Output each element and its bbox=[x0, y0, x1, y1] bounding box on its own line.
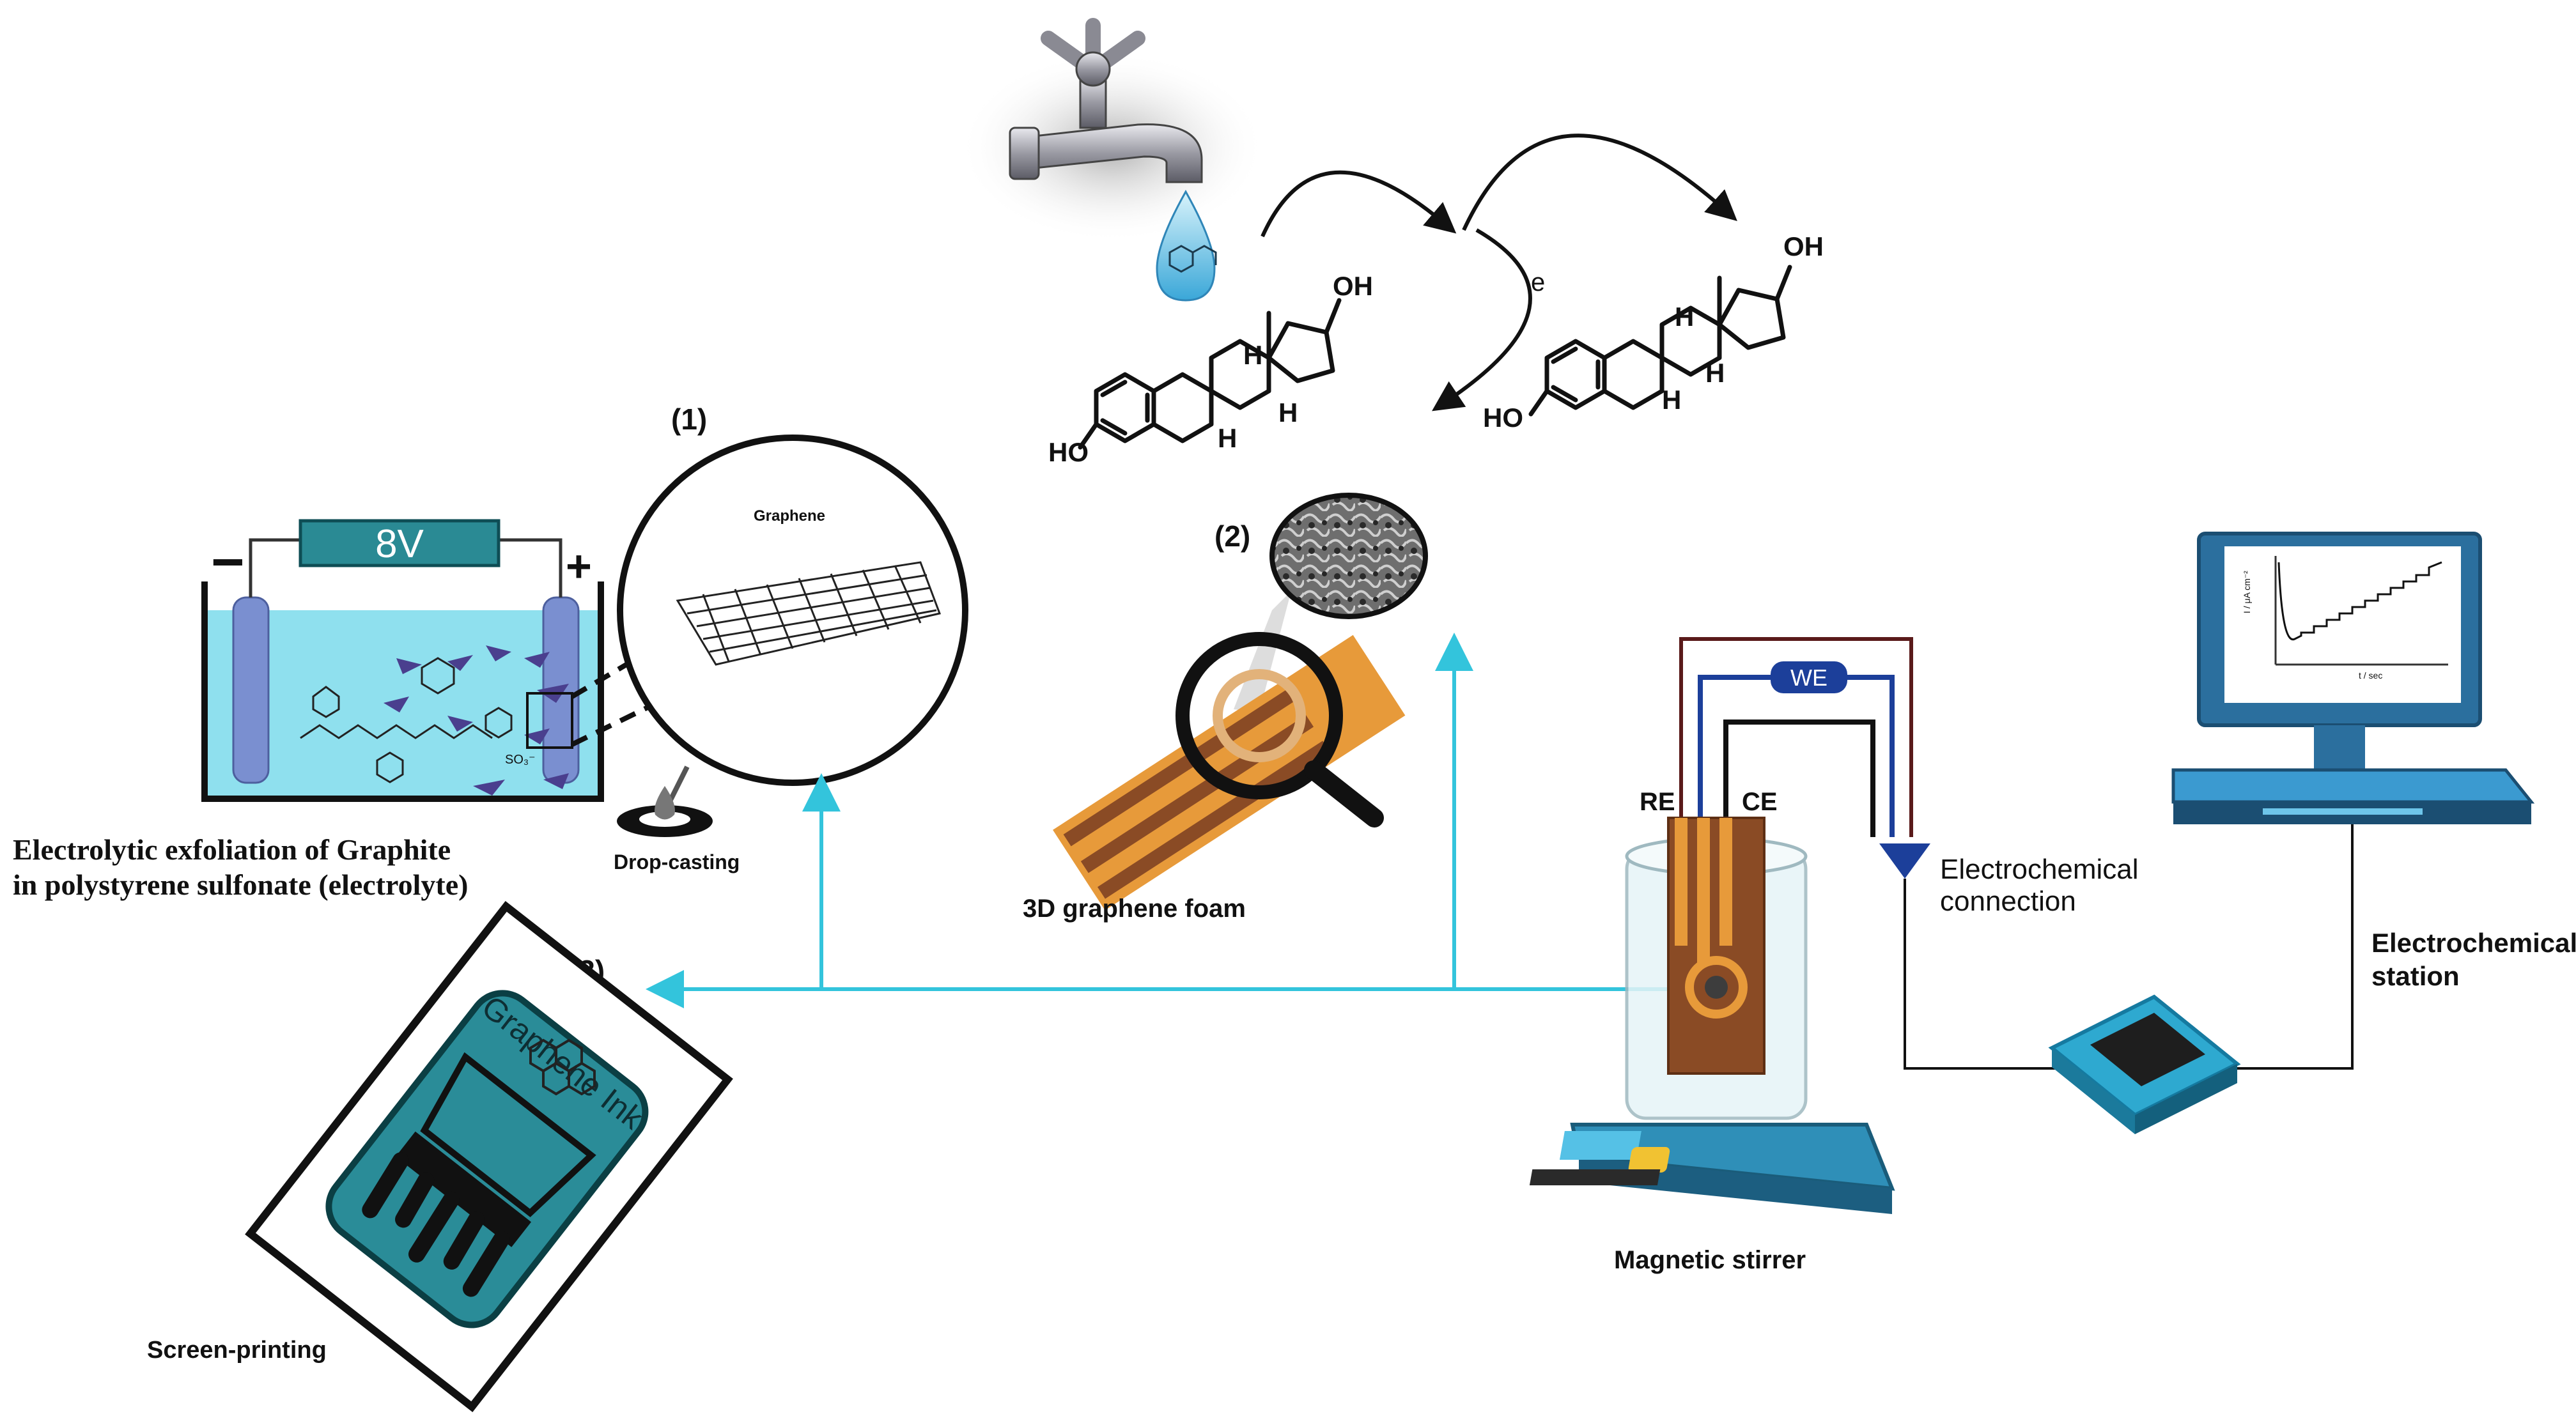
drop-casting-icon bbox=[617, 766, 713, 837]
screen-printing-card: Graphene Ink bbox=[245, 901, 733, 1412]
electrochemical-cell: WE RE CE bbox=[1529, 637, 2071, 1214]
magnetic-stirrer-label: Magnetic stirrer bbox=[1614, 1246, 1806, 1274]
flow-arrows bbox=[646, 633, 1675, 1008]
hexagon-cluster-icon bbox=[529, 1038, 596, 1096]
connection-label-line1: Electrochemical bbox=[1940, 854, 2139, 885]
so3-label: SO₃⁻ bbox=[505, 753, 536, 767]
graphene-foam-sensor bbox=[1053, 493, 1428, 911]
ho-label-right: HO bbox=[1483, 403, 1523, 433]
ho-label-left: HO bbox=[1048, 437, 1089, 467]
screen-printing-label: Screen-printing bbox=[147, 1337, 327, 1364]
we-badge bbox=[1771, 661, 1847, 693]
h-label-right-3: H bbox=[1705, 358, 1725, 388]
re-label: RE bbox=[1640, 788, 1675, 816]
oh-label-left: OH bbox=[1333, 271, 1373, 301]
drop-casting-label: Drop-casting bbox=[614, 850, 740, 873]
step-2-label: (2) bbox=[1214, 519, 1250, 553]
graphene-magnifier: Graphene bbox=[570, 435, 968, 786]
ce-label: CE bbox=[1742, 788, 1778, 816]
station-label-line1: Electrochemical bbox=[2371, 928, 2576, 958]
monitor-screen bbox=[2224, 546, 2461, 703]
foam-label: 3D graphene foam bbox=[1023, 895, 1246, 923]
h-label-left-2: H bbox=[1218, 423, 1237, 453]
monitor-plot: I / μA cm⁻² t / sec bbox=[2242, 556, 2448, 681]
estradiol-structure-right: HO OH H H H bbox=[1483, 231, 1824, 433]
exfoliation-caption-line2: in polystyrene sulfonate (electrolyte) bbox=[13, 868, 468, 901]
voltage-label: 8V bbox=[375, 522, 424, 566]
reaction-arrows: e bbox=[1261, 134, 1737, 412]
cathode-electrode bbox=[232, 596, 270, 784]
computer-station-icon: I / μA cm⁻² t / sec bbox=[2171, 532, 2535, 824]
h-label-right-1: H bbox=[1675, 302, 1694, 332]
plot-xlabel: t / sec bbox=[2359, 670, 2382, 681]
voltage-source bbox=[299, 519, 500, 567]
step-1-label: (1) bbox=[671, 403, 707, 436]
h-label-left-1: H bbox=[1243, 340, 1262, 370]
we-label: WE bbox=[1790, 665, 1827, 691]
minus-sign: − bbox=[211, 530, 245, 594]
connection-label-line2: connection bbox=[1940, 886, 2076, 917]
tap-icon bbox=[959, 18, 1266, 243]
plus-sign: + bbox=[566, 541, 592, 591]
graphene-label: Graphene bbox=[754, 507, 825, 525]
station-label-line2: station bbox=[2371, 961, 2460, 991]
oh-label-right: OH bbox=[1783, 231, 1824, 261]
potentiostat-device-icon bbox=[2048, 812, 2354, 1134]
graphene-sheet-icon bbox=[676, 561, 942, 666]
plot-ylabel: I / μA cm⁻² bbox=[2242, 571, 2252, 613]
h-label-left-3: H bbox=[1278, 397, 1298, 427]
water-drop-icon bbox=[1156, 189, 1217, 302]
estradiol-structure-left: HO OH H H H bbox=[1048, 271, 1373, 467]
electrolytic-cell: 8V − + SO₃⁻ bbox=[201, 519, 604, 802]
exfoliation-caption-line1: Electrolytic exfoliation of Graphite bbox=[13, 833, 451, 866]
h-label-right-2: H bbox=[1662, 385, 1681, 415]
electron-label: e bbox=[1531, 268, 1545, 296]
